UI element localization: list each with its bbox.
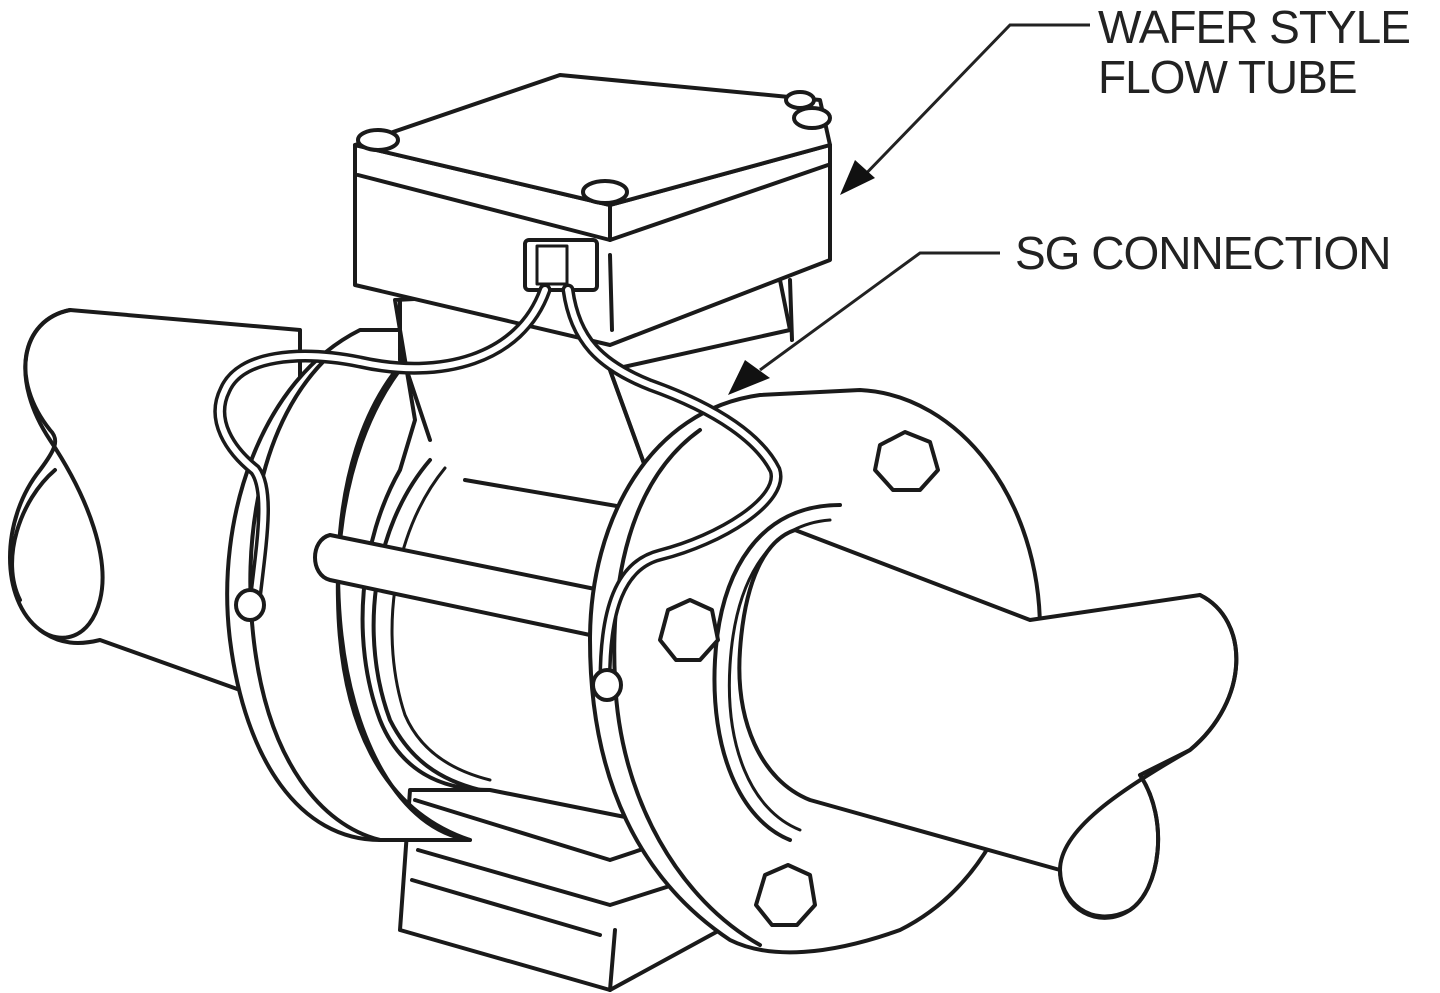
callout-sg-connection: SG CONNECTION	[1015, 227, 1391, 279]
bolt-left	[658, 598, 720, 662]
callout-line-2: FLOW TUBE	[1098, 51, 1358, 103]
bolt-top	[873, 430, 940, 492]
left-flange	[225, 328, 472, 842]
callout-line-1: SG CONNECTION	[1015, 227, 1391, 279]
junction-box	[353, 73, 832, 362]
ring-terminal-right	[591, 668, 623, 702]
sg-wires	[213, 283, 783, 702]
callout-line-1: WAFER STYLE	[1098, 1, 1411, 53]
right-pipe	[737, 528, 1239, 920]
ring-terminal-left	[234, 588, 266, 622]
bolt-bottom	[754, 863, 817, 927]
leader-sg-connection	[728, 251, 1000, 395]
flange-bolts	[658, 430, 940, 927]
callout-wafer-style-flow-tube: WAFER STYLE FLOW TUBE	[1098, 1, 1411, 103]
leader-wafer-style-flow-tube	[840, 23, 1090, 195]
